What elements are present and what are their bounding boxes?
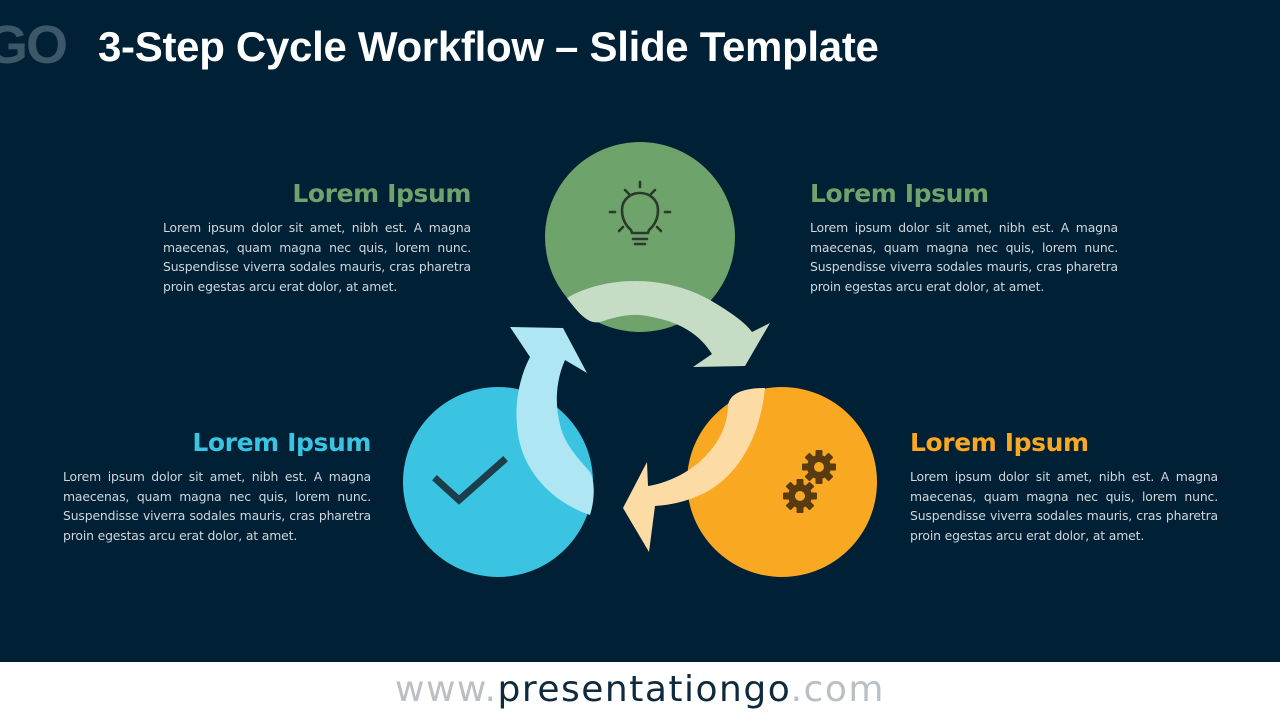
logo-fragment: GO — [0, 15, 68, 75]
step-block-top-right: Lorem Ipsum Lorem ipsum dolor sit amet, … — [810, 178, 1118, 296]
slide: GO 3-Step Cycle Workflow – Slide Templat… — [0, 15, 1219, 577]
lightbulb-icon — [608, 180, 672, 246]
gears-icon — [783, 450, 836, 513]
step-body: Lorem ipsum dolor sit amet, nibh est. A … — [810, 220, 1118, 294]
step-block-bottom-right: Lorem Ipsum Lorem ipsum dolor sit amet, … — [910, 427, 1218, 545]
step-block-bottom-left: Lorem Ipsum Lorem ipsum dolor sit amet, … — [63, 427, 371, 545]
blue-arrow — [510, 327, 594, 515]
step-heading: Lorem Ipsum — [810, 179, 989, 208]
green-circle — [545, 142, 735, 332]
footer-url-prefix: www. — [395, 669, 498, 710]
slide-title: 3-Step Cycle Workflow – Slide Template — [98, 23, 879, 70]
orange-arrow — [623, 388, 765, 552]
step-heading: Lorem Ipsum — [910, 428, 1089, 457]
step-heading: Lorem Ipsum — [292, 179, 471, 208]
step-body: Lorem ipsum dolor sit amet, nibh est. A … — [163, 220, 471, 294]
step-body: Lorem ipsum dolor sit amet, nibh est. A … — [63, 469, 371, 543]
footer-url: www.presentationgo.com — [0, 668, 1280, 712]
checkmark-icon — [432, 456, 508, 505]
footer-url-brand: presentationgo — [497, 669, 791, 710]
cycle-diagram — [403, 142, 877, 577]
step-block-top-left: Lorem Ipsum Lorem ipsum dolor sit amet, … — [163, 178, 471, 296]
footer: www.presentationgo.com — [0, 662, 1280, 720]
step-body: Lorem ipsum dolor sit amet, nibh est. A … — [910, 469, 1218, 543]
footer-url-suffix: .com — [790, 669, 885, 710]
green-arrow — [567, 280, 770, 367]
step-heading: Lorem Ipsum — [192, 428, 371, 457]
